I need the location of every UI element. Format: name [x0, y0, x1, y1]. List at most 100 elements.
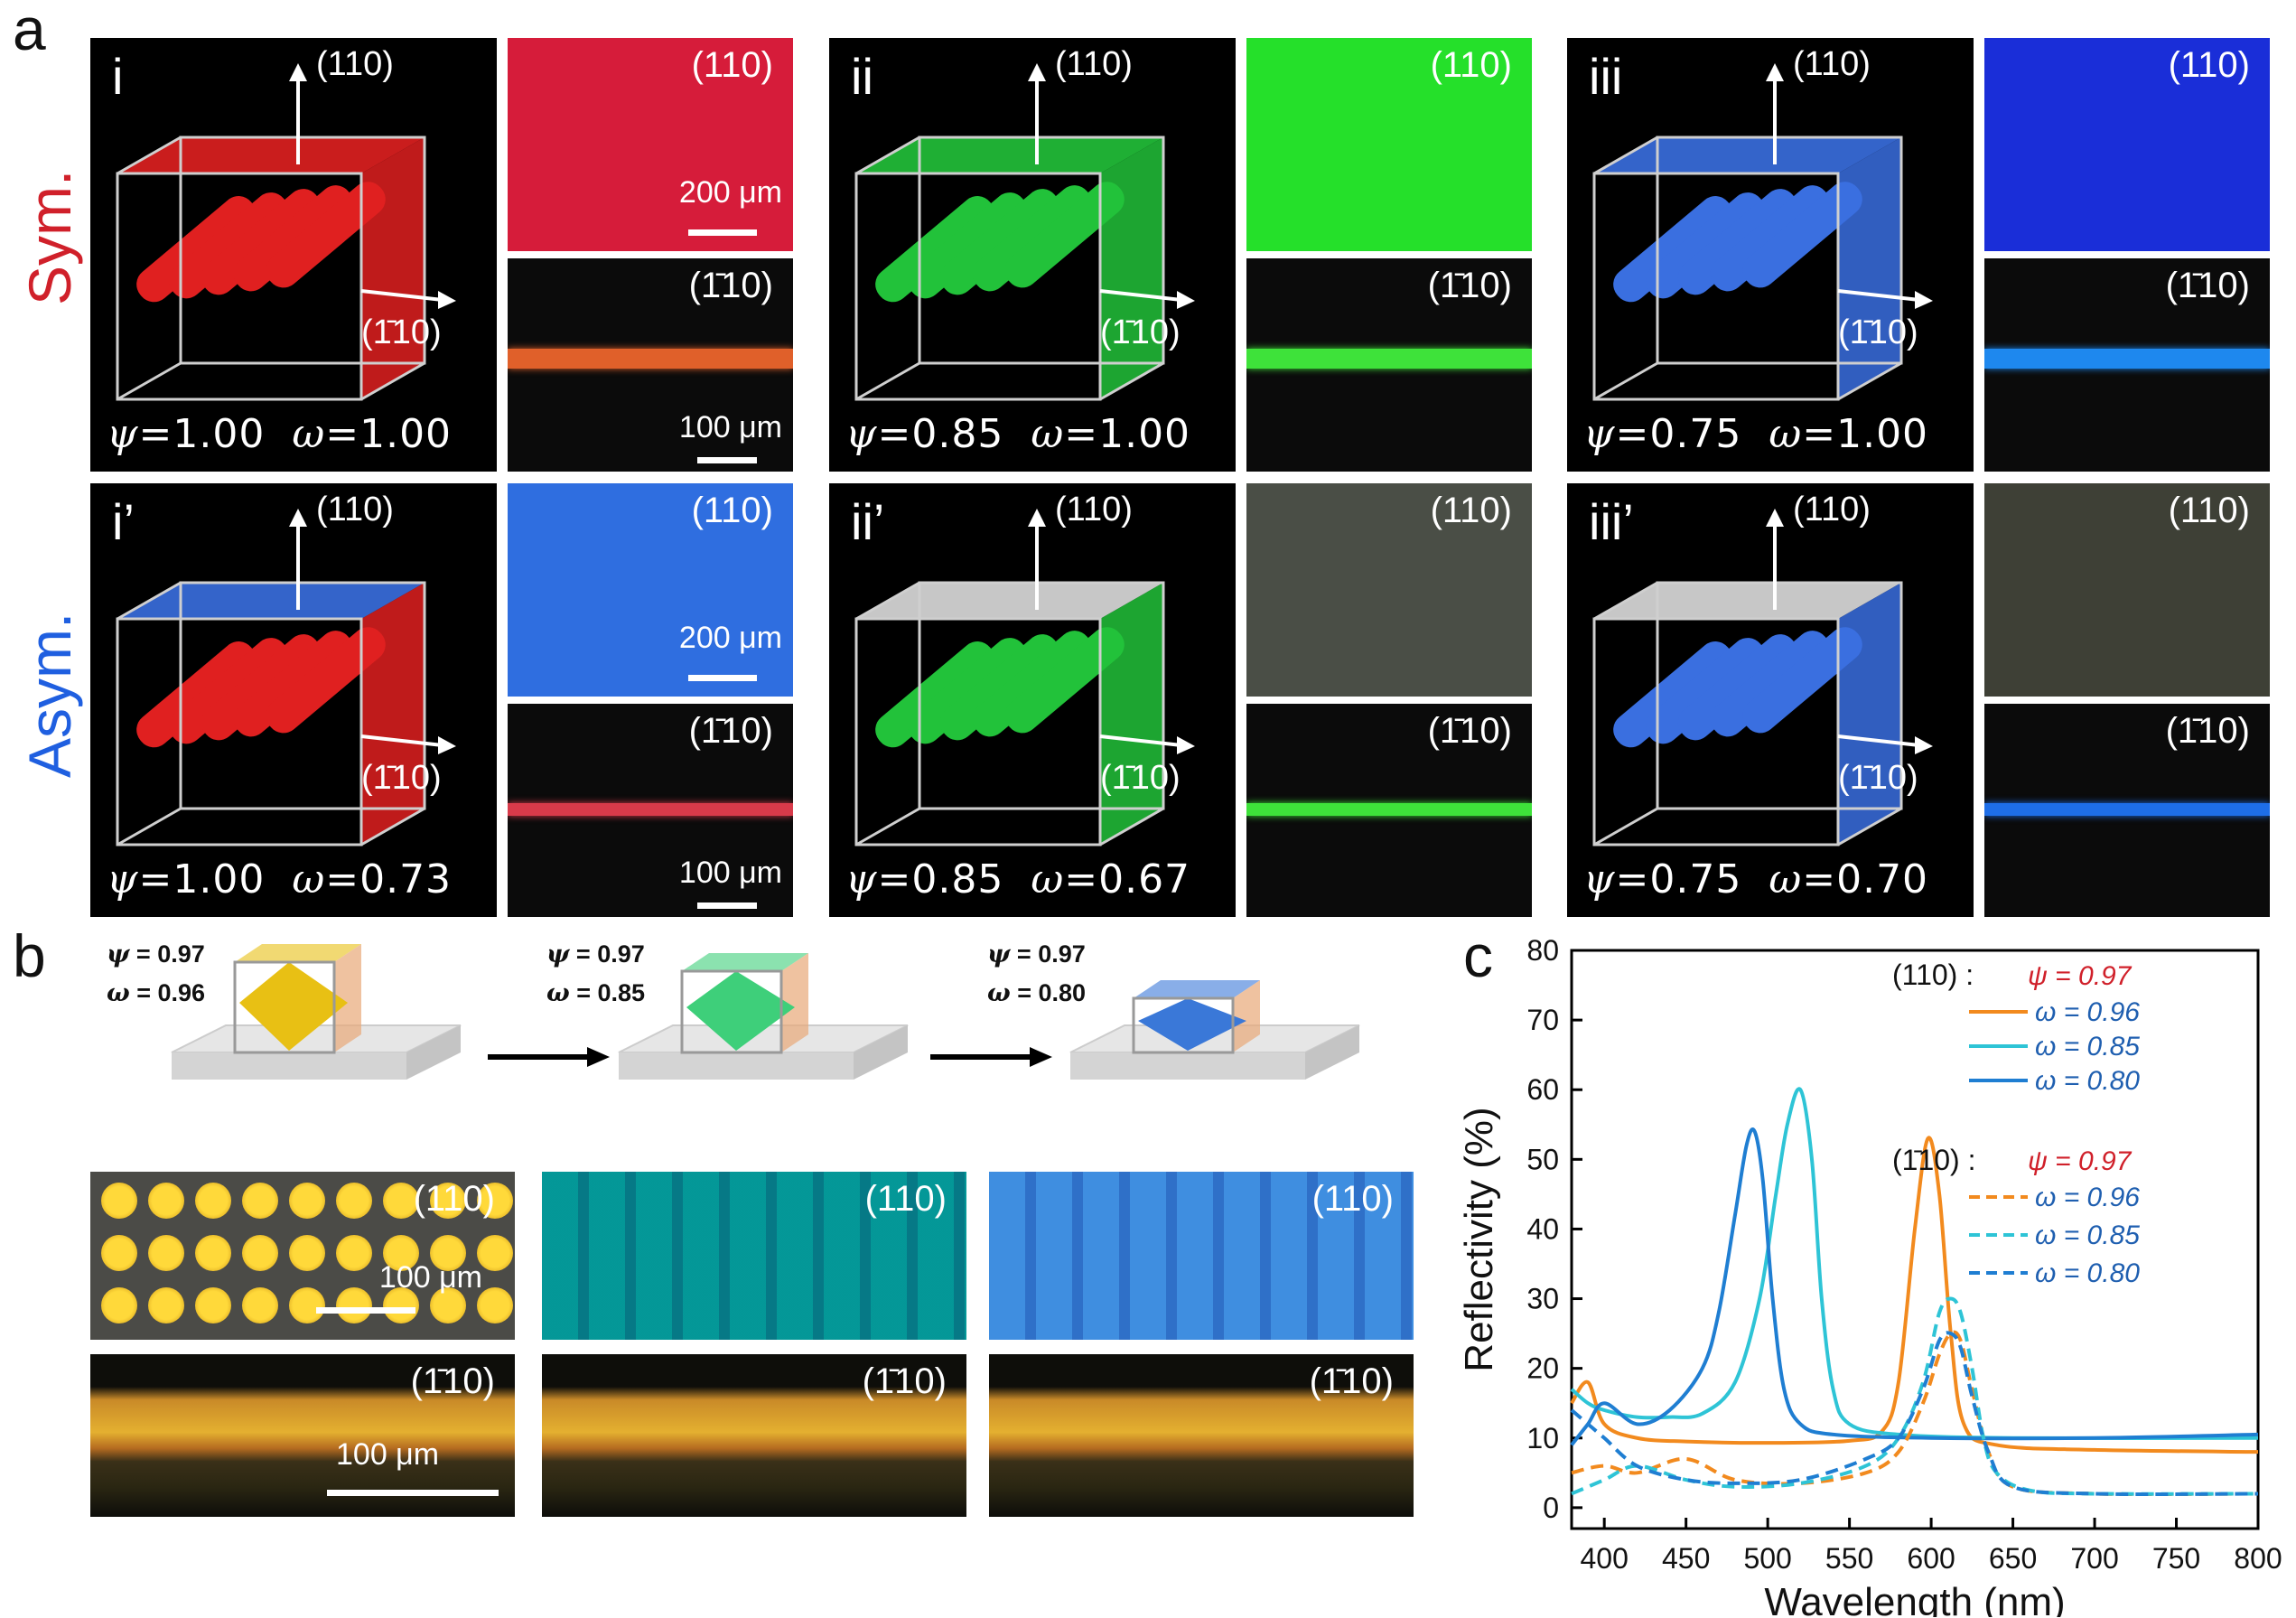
x-tick-label: 450 [1662, 1542, 1710, 1575]
micrograph-label: (110) [1430, 45, 1512, 85]
vector-label-110: (110) [1055, 45, 1133, 83]
pillar-dot [477, 1183, 513, 1219]
cube-frame [1132, 996, 1235, 1054]
gyroid-rod [201, 189, 322, 295]
micrograph-bottom-1bar10: (1̄10)100 μm [508, 258, 793, 472]
vector-label-1bar10: (1̄10) [361, 313, 442, 351]
psi-omega-params: ψ=0.75 ω=0.70 [1583, 856, 1928, 903]
x-tick-label: 750 [2152, 1542, 2200, 1575]
scale-bar [316, 1307, 415, 1314]
omega-value: =1.00 [1064, 411, 1191, 457]
cube-side [1233, 980, 1260, 1052]
pillar-dot [336, 1235, 372, 1271]
pillar-dot [242, 1183, 278, 1219]
gyroid-rod [1677, 634, 1798, 741]
arrow-head [1030, 1047, 1052, 1067]
gyroid-rod [168, 638, 289, 744]
legend-psi: ψ = 0.97 [2028, 1146, 2133, 1176]
omega-symbol: ω [1769, 856, 1803, 903]
cube-top-face [1594, 137, 1901, 173]
cube-edge [1099, 807, 1164, 846]
cube-model-5: ii’(110)(1̄10)ψ=0.85 ω=0.67 [829, 483, 1236, 917]
psi-value: =0.75 [1615, 856, 1769, 903]
micrograph-label: (110) [2168, 491, 2250, 530]
cell-roman-label: iii’ [1589, 493, 1634, 550]
series-line-4 [1571, 1330, 2259, 1497]
omega-value: =0.73 [325, 856, 453, 903]
stage-omega: ω = 0.96 [107, 979, 206, 1008]
pillar-dot [477, 1235, 513, 1271]
cube-top-face [117, 137, 425, 173]
panel-b-letter: b [13, 922, 46, 989]
cube-side-face [1838, 137, 1901, 399]
stage-omega: ω = 0.80 [987, 979, 1087, 1008]
y-axis-label: Reflectivity (%) [1457, 1107, 1501, 1371]
cube-edge [855, 807, 920, 846]
micrograph-top-110: (110) [1984, 483, 2270, 697]
cube-edge [1837, 807, 1902, 846]
stage-omega: ω = 0.85 [546, 979, 646, 1008]
arrowhead [1028, 509, 1046, 527]
y-tick-label: 70 [1526, 1004, 1559, 1036]
pillar-dot [383, 1287, 419, 1323]
psi-symbol: ψ [107, 411, 139, 457]
micrograph-label: (1̄10) [1427, 711, 1512, 751]
scale-bar [688, 675, 757, 681]
vector-label-1bar10: (1̄10) [1100, 313, 1181, 351]
cube-side-face [361, 137, 425, 399]
gyroid-rod [233, 631, 353, 737]
pillar-dot [148, 1287, 184, 1323]
gyroid-rod [1677, 189, 1798, 295]
y-tick-label: 60 [1526, 1073, 1559, 1106]
pillar-dot [336, 1183, 372, 1219]
scale-bar [697, 903, 757, 909]
gyroid-rod [939, 189, 1060, 295]
psi-symbol: ψ [845, 411, 878, 457]
gyroid-rod [1710, 631, 1830, 737]
cube-edge [1593, 807, 1658, 846]
cell-roman-label: ii [851, 48, 873, 105]
stage-psi: ψ = 0.97 [987, 940, 1086, 968]
series-line-3 [1570, 1127, 2259, 1446]
psi-symbol: ψ [1583, 411, 1616, 457]
vector-side-arrow [360, 734, 443, 747]
cube-top-face [856, 583, 1163, 619]
crystal-diamond [1138, 998, 1246, 1051]
cube-model-6: iii’(110)(1̄10)ψ=0.75 ω=0.70 [1567, 483, 1974, 917]
gyroid-rod [1710, 185, 1830, 292]
micrograph-label: (110) [1430, 491, 1512, 530]
y-tick-label: 80 [1526, 934, 1559, 967]
psi-symbol: ψ [107, 856, 139, 903]
psi-omega-params: ψ=0.75 ω=1.00 [1583, 411, 1928, 457]
micrograph-top-110: (110) [1984, 38, 2270, 251]
cell-roman-label: i [112, 48, 124, 105]
legend-omega-label: ω = 0.85 [2035, 1221, 2140, 1250]
pillar-dot [148, 1183, 184, 1219]
psi-omega-params: ψ=0.85 ω=1.00 [845, 411, 1190, 457]
vector-label-1bar10: (1̄10) [1838, 759, 1918, 797]
psi-omega-params: ψ=0.85 ω=0.67 [845, 856, 1190, 903]
micrograph-top-110: (110)200 μm [508, 483, 793, 697]
cube-top [235, 944, 361, 962]
film-stripe [1984, 803, 2270, 816]
y-tick-label: 30 [1526, 1283, 1559, 1315]
micrograph-bottom-1bar10: (1̄10) [1246, 704, 1532, 917]
gyroid-rod [972, 631, 1092, 737]
pillar-dot [242, 1235, 278, 1271]
gyroid-rod [972, 185, 1092, 292]
cube-illustration [1592, 509, 1933, 846]
cube-edge [117, 361, 182, 401]
y-tick-label: 10 [1526, 1422, 1559, 1454]
micrograph-bottom-1bar10: (1̄10) [1246, 258, 1532, 472]
arrowhead [1766, 509, 1784, 527]
omega-symbol: ω [1769, 411, 1803, 457]
cube-top [1134, 980, 1260, 998]
cube-top [682, 953, 808, 971]
omega-value: =0.67 [1064, 856, 1191, 903]
y-tick-label: 50 [1526, 1143, 1559, 1175]
cube-illustration [1592, 63, 1933, 401]
pillar-dot [195, 1235, 231, 1271]
micrograph-label: (1̄10) [688, 711, 773, 751]
micrograph-label: (110) [691, 491, 773, 530]
cube-edge [855, 136, 920, 175]
